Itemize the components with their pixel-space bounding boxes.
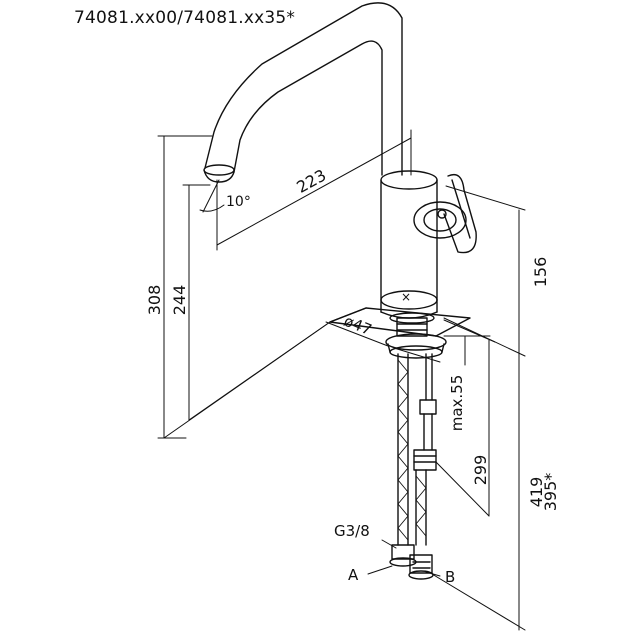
dim-419: 419	[527, 477, 546, 508]
lever-handle	[413, 173, 477, 254]
hose-fittings	[389, 544, 434, 580]
dimension-lines	[157, 129, 526, 631]
dimension-labels: 308 244 223 10° 156 ø47 max.55 299 419 3…	[145, 165, 560, 586]
dim-angle: 10°	[226, 194, 251, 210]
thread-label: G3/8	[334, 522, 370, 540]
dim-diameter: ø47	[341, 312, 374, 339]
callout-b: B	[445, 568, 455, 586]
dim-244: 244	[170, 285, 189, 316]
dim-156: 156	[531, 257, 550, 288]
spout	[203, 2, 403, 183]
deck-mounting	[329, 307, 471, 359]
dim-308: 308	[145, 285, 164, 316]
faucet-body: ×	[380, 170, 438, 319]
callout-a: A	[348, 566, 359, 584]
drawing-title: 74081.xx00/74081.xx35*	[74, 8, 296, 28]
dim-299: 299	[471, 455, 490, 486]
dim-395: 395*	[541, 473, 560, 512]
supply-hoses	[397, 353, 437, 546]
dim-223: 223	[293, 165, 329, 196]
center-mark: ×	[401, 290, 411, 304]
dim-max55: max.55	[448, 375, 466, 432]
